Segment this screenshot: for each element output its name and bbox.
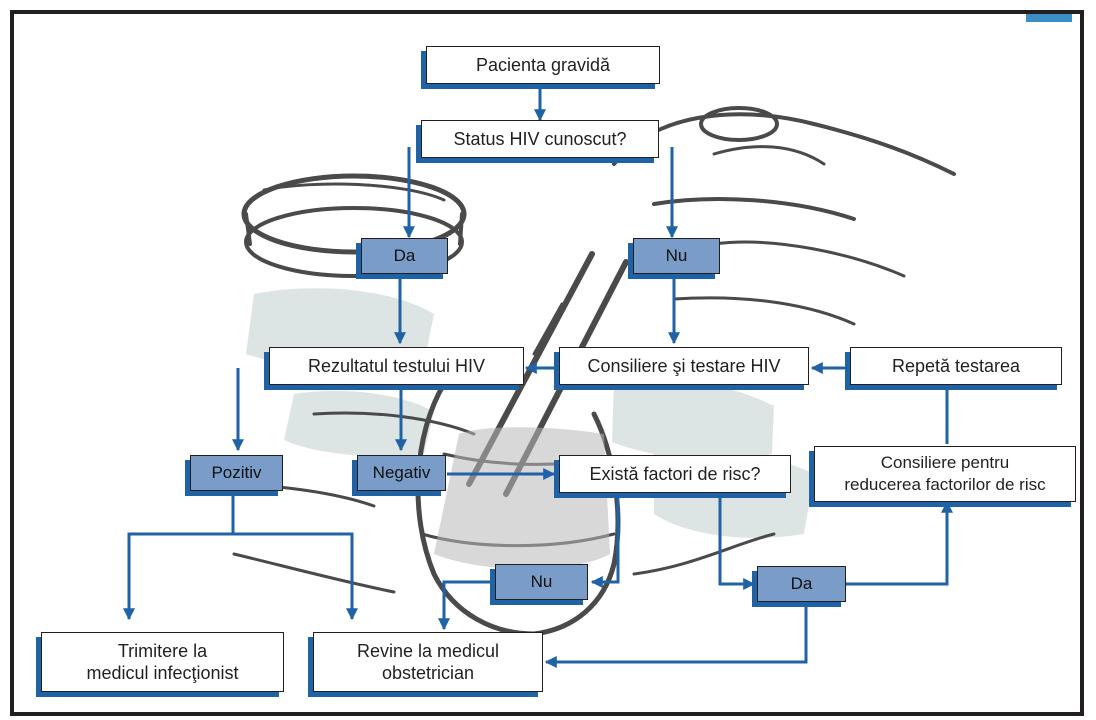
negative-branch: Negativ <box>357 455 446 491</box>
arrow-positive-to-refer <box>123 492 235 621</box>
risk-reduction-counseling-node: Consiliere pentru reducerea factorilor d… <box>814 446 1076 502</box>
return-obstetrician-node: Revine la medicul obstetrician <box>313 632 543 692</box>
diagram-frame: Pacienta gravidă Status HIV cunoscut? Da… <box>10 10 1084 716</box>
status-no-branch: Nu <box>633 238 720 274</box>
flow-connectors <box>123 86 953 668</box>
arrow-risk-to-no <box>590 494 620 588</box>
arrow-positive-to-return <box>233 532 358 621</box>
start-node: Pacienta gravidă <box>426 46 660 84</box>
risk-question-node: Există factori de risc? <box>559 455 791 493</box>
arrow-no-to-return <box>438 580 496 631</box>
repeat-testing-node: Repetă testarea <box>850 347 1062 385</box>
risk-yes-branch: Da <box>757 566 846 602</box>
status-question-node: Status HIV cunoscut? <box>421 120 659 158</box>
risk-no-branch: Nu <box>495 564 588 600</box>
counseling-testing-node: Consiliere şi testare HIV <box>559 347 809 385</box>
status-yes-branch: Da <box>361 238 448 274</box>
hiv-test-result-node: Rezultatul testului HIV <box>269 347 524 385</box>
refer-infectious-node: Trimitere la medicul infecţionist <box>41 632 284 692</box>
arrow-yes-to-return <box>544 604 808 668</box>
arrow-risk-to-yes <box>718 494 756 590</box>
positive-branch: Pozitiv <box>190 455 283 491</box>
arrow-yes-to-risk-counseling <box>846 500 953 586</box>
frame-accent-bar <box>1026 14 1072 22</box>
